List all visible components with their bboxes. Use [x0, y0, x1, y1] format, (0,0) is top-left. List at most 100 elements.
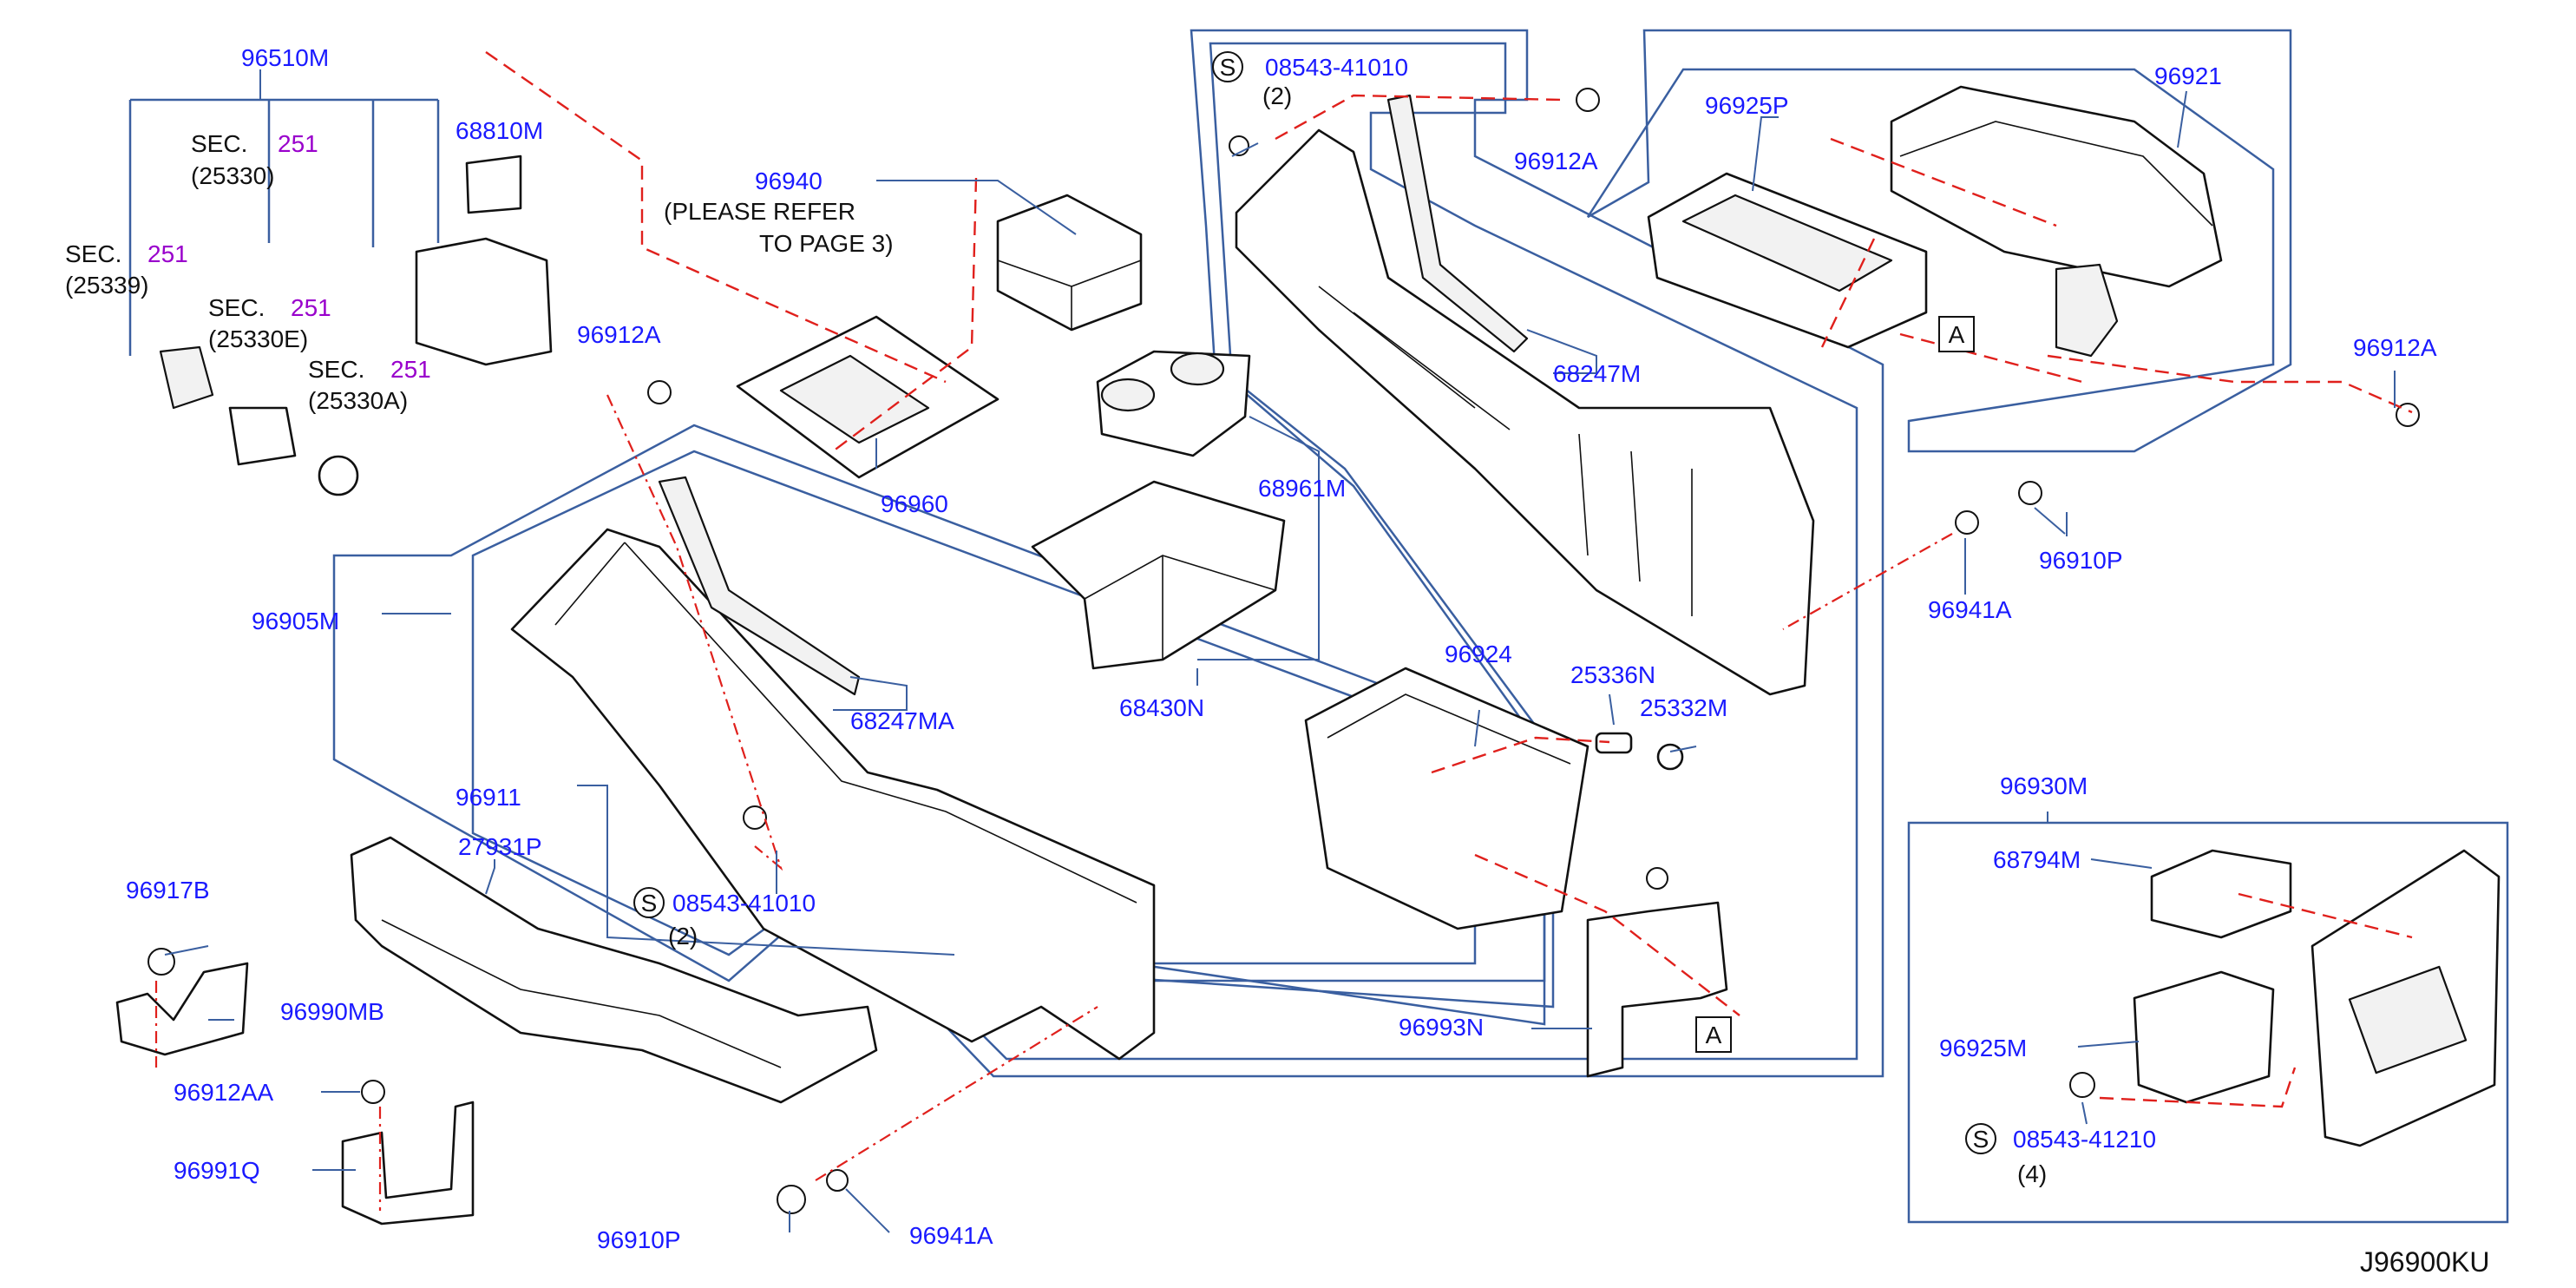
label-68794M[interactable]: 68794M: [1993, 846, 2081, 873]
group-A-markers: A A: [1695, 316, 1975, 1053]
label-96960[interactable]: 96960: [881, 490, 948, 517]
group-s-symbols: S S S: [633, 51, 1996, 1154]
frame-armrest: [1586, 29, 2292, 453]
s-circle-1-text: S: [1220, 54, 1236, 81]
label-96912A-2[interactable]: 96912A: [1514, 148, 1598, 174]
side-panel-ribs: [1318, 286, 1693, 616]
s-circle-2: [633, 887, 665, 918]
cup-holder-housing-detail: [1084, 555, 1276, 660]
label-96912A-1[interactable]: 96912A: [577, 321, 661, 348]
power-socket-body: [1595, 732, 1633, 754]
label-sec251-c-sub: (25330E): [208, 325, 308, 352]
floor-duct-seam: [381, 919, 782, 1068]
label-96990MB[interactable]: 96990MB: [280, 998, 384, 1025]
trim-strip-68247MA: [658, 476, 861, 696]
clip-screws: [147, 88, 2420, 1214]
shift-lever-assy: [996, 194, 1143, 332]
label-96941A-1[interactable]: 96941A: [909, 1222, 993, 1249]
ref-box-A-1: [1938, 316, 1975, 352]
group-labels: 96510M SEC. 251 (25330) SEC. 251 (25339)…: [65, 44, 2489, 1278]
storage-bin: [1304, 667, 1590, 930]
label-96911[interactable]: 96911: [456, 784, 521, 811]
label-27931P[interactable]: 27931P: [458, 833, 542, 860]
label-08543-41010-a[interactable]: 08543-41010: [672, 890, 816, 917]
cup-holder-ring-2: [1170, 352, 1225, 386]
rear-vent: [2150, 849, 2292, 939]
label-25332M[interactable]: 25332M: [1640, 694, 1727, 721]
s-circle-3: [1965, 1123, 1996, 1154]
label-96910P-1[interactable]: 96910P: [597, 1226, 681, 1253]
side-panel: [1235, 128, 1815, 696]
label-qty-b: (2): [1262, 82, 1292, 109]
label-sec251-d-num[interactable]: 251: [390, 356, 431, 383]
armrest-lid: [1890, 85, 2223, 288]
frame-side-panel-inner: [908, 42, 1858, 1061]
lighter-ring: [159, 345, 214, 410]
group-dash-lines: [154, 51, 2413, 1211]
s-circle-1: [1212, 51, 1243, 82]
label-96912AA[interactable]: 96912AA: [174, 1079, 274, 1106]
label-68247M[interactable]: 68247M: [1553, 360, 1641, 387]
armrest-lid-seam: [1899, 121, 2213, 227]
power-socket-cap: [1656, 743, 1684, 771]
socket-box-68810M: [465, 154, 522, 214]
storage-bin-rim: [1327, 693, 1571, 765]
label-sec251-c-num[interactable]: 251: [291, 294, 331, 321]
label-sec251-c: SEC.: [208, 294, 265, 321]
socket-housing: [415, 237, 553, 366]
s-circle-3-text: S: [1973, 1126, 1989, 1153]
rear-panel-opening: [2348, 965, 2468, 1074]
label-96925P[interactable]: 96925P: [1705, 92, 1789, 119]
frame-rear-panel: [1907, 821, 2509, 1224]
label-96921[interactable]: 96921: [2154, 62, 2222, 89]
label-sec251-d-sub: (25330A): [308, 387, 408, 414]
label-96905M[interactable]: 96905M: [252, 608, 339, 634]
bracket-96990MB: [115, 962, 249, 1056]
label-sec251-b-sub: (25339): [65, 272, 149, 299]
label-96930M[interactable]: 96930M: [2000, 772, 2088, 799]
label-96925M[interactable]: 96925M: [1939, 1035, 2027, 1061]
inner-trim-68247M: [1386, 94, 1529, 353]
diagram-code: J96900KU: [2360, 1246, 2489, 1278]
ref-box-A-2-text: A: [1706, 1022, 1722, 1048]
label-68810M[interactable]: 68810M: [456, 117, 543, 144]
lighter-socket: [228, 406, 297, 466]
cup-holder-housing: [1031, 480, 1286, 670]
bracket-96993N: [1586, 901, 1728, 1078]
bracket-96991Q: [341, 1101, 475, 1226]
label-96993N[interactable]: 96993N: [1399, 1014, 1484, 1041]
label-sec251-b-num[interactable]: 251: [147, 240, 188, 267]
rear-switch-unit: [2133, 970, 2275, 1104]
frame-socket-group: [128, 98, 440, 356]
label-sec251-a: SEC.: [191, 130, 247, 157]
shift-surround-opening: [779, 354, 930, 444]
label-96917B[interactable]: 96917B: [126, 877, 210, 904]
s-circle-2-text: S: [641, 890, 658, 917]
ref-box-A-1-text: A: [1949, 321, 1965, 348]
console-body-groove: [554, 542, 1137, 904]
label-qty-c: (4): [2017, 1160, 2047, 1187]
label-96924[interactable]: 96924: [1445, 641, 1512, 667]
armrest-hinge: [2055, 263, 2119, 358]
label-96910P-2[interactable]: 96910P: [2039, 547, 2123, 574]
label-sec251-a-num[interactable]: 251: [278, 130, 318, 157]
group-parts: [115, 85, 2501, 1226]
label-96940[interactable]: 96940: [755, 168, 823, 194]
label-96912A-3[interactable]: 96912A: [2353, 334, 2437, 361]
label-08543-41010-b[interactable]: 08543-41010: [1265, 54, 1408, 81]
label-96510M[interactable]: 96510M: [241, 44, 329, 71]
label-25336N[interactable]: 25336N: [1570, 661, 1655, 688]
label-96991Q[interactable]: 96991Q: [174, 1157, 260, 1184]
label-08543-41210[interactable]: 08543-41210: [2013, 1126, 2156, 1153]
label-68247MA[interactable]: 68247MA: [850, 707, 954, 734]
storage-tray-inner: [1681, 194, 1893, 292]
ref-box-A-2: [1695, 1016, 1732, 1053]
label-68961M[interactable]: 68961M: [1258, 475, 1346, 502]
floor-duct: [350, 836, 878, 1104]
label-96941A-2[interactable]: 96941A: [1928, 596, 2012, 623]
label-sec251-d: SEC.: [308, 356, 364, 383]
label-68430N[interactable]: 68430N: [1119, 694, 1204, 721]
cup-holder-ring-1: [1100, 378, 1156, 412]
shift-lever-detail: [997, 260, 1142, 330]
